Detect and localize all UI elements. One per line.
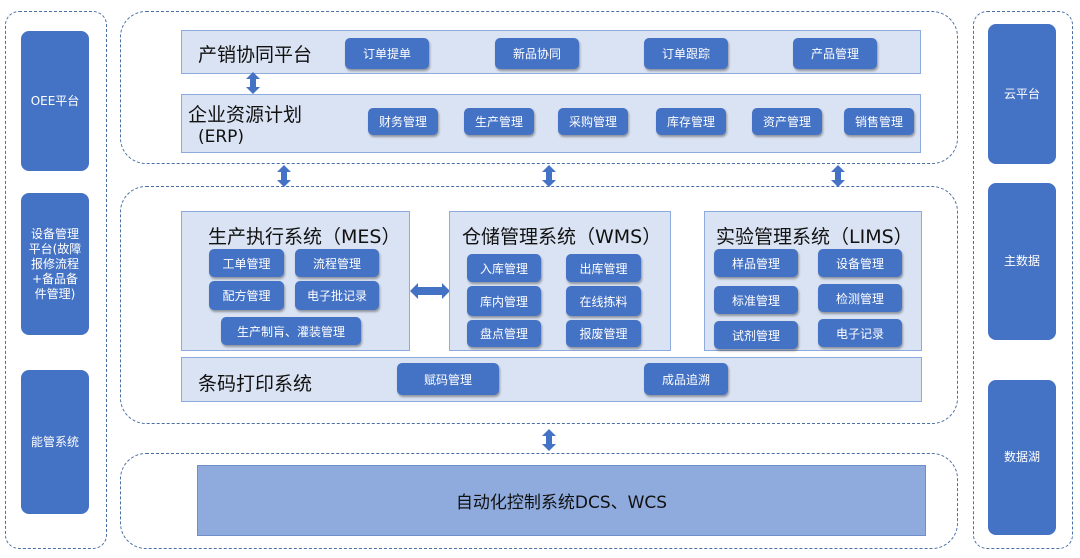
lims-title: 实验管理系统（LIMS）: [716, 226, 913, 248]
erp-mes-arrow-left: [277, 165, 291, 187]
erp-mes-arrow-right: [831, 165, 845, 187]
wms-title: 仓储管理系统（WMS）: [462, 226, 662, 248]
lims-item-erecord[interactable]: 电子记录: [818, 319, 902, 347]
mes-item-recipe[interactable]: 配方管理: [209, 281, 284, 310]
pscp-item-order-submit[interactable]: 订单提单: [345, 38, 429, 69]
equipment-management-platform[interactable]: 设备管理平台(故障报修流程+备品备件管理): [21, 193, 89, 335]
erp-item-assets[interactable]: 资产管理: [752, 108, 822, 135]
erp-mes-arrow-middle: [542, 165, 556, 187]
mes-wms-arrow: [410, 283, 450, 299]
mes-item-filling[interactable]: 生产制肓、灌装管理: [221, 317, 361, 345]
left-sidebar-group: [5, 11, 107, 549]
mes-item-ebr[interactable]: 电子批记录: [295, 281, 379, 310]
lims-item-equipment[interactable]: 设备管理: [818, 249, 902, 277]
mes-group: [120, 186, 958, 424]
lims-item-testing[interactable]: 检测管理: [818, 284, 902, 312]
lims-item-standard[interactable]: 标准管理: [714, 286, 798, 314]
erp-item-sales[interactable]: 销售管理: [844, 108, 914, 135]
automation-group: [120, 453, 958, 549]
wms-item-in-warehouse[interactable]: 库内管理: [467, 286, 541, 316]
lims-item-reagent[interactable]: 试剂管理: [714, 321, 798, 349]
pscp-erp-arrow: [246, 72, 260, 94]
mes-item-process[interactable]: 流程管理: [295, 249, 379, 277]
lims-item-sample[interactable]: 样品管理: [714, 249, 798, 277]
pscp-item-new-product[interactable]: 新品协同: [495, 38, 579, 69]
right-sidebar-group: [973, 11, 1073, 549]
wms-item-inbound[interactable]: 入库管理: [467, 254, 541, 282]
energy-management-system[interactable]: 能管系统: [21, 370, 89, 514]
oee-platform[interactable]: OEE平台: [21, 31, 89, 171]
mes-automation-arrow: [542, 429, 556, 451]
wms-item-outbound[interactable]: 出库管理: [566, 254, 641, 282]
erp-group: [120, 11, 958, 164]
cloud-platform[interactable]: 云平台: [988, 24, 1056, 164]
erp-item-production[interactable]: 生产管理: [464, 108, 534, 135]
data-lake[interactable]: 数据湖: [988, 380, 1056, 535]
barcode-title: 条码打印系统: [198, 373, 313, 395]
barcode-item-traceability[interactable]: 成品追溯: [644, 363, 728, 395]
automation-title: 自动化控制系统DCS、WCS: [455, 493, 668, 513]
mes-item-work-order[interactable]: 工单管理: [209, 249, 284, 277]
erp-title: 企业资源计划: [188, 104, 303, 126]
master-data[interactable]: 主数据: [988, 183, 1056, 340]
pscp-item-product-mgmt[interactable]: 产品管理: [793, 38, 877, 69]
barcode-panel: [181, 357, 922, 402]
wms-item-online-picking[interactable]: 在线拣料: [566, 286, 641, 316]
erp-item-finance[interactable]: 财务管理: [368, 108, 438, 135]
automation-panel[interactable]: 自动化控制系统DCS、WCS: [197, 465, 926, 536]
erp-item-procurement[interactable]: 采购管理: [558, 108, 628, 135]
erp-subtitle: (ERP): [198, 127, 245, 147]
pscp-item-order-tracking[interactable]: 订单跟踪: [644, 38, 728, 69]
erp-item-inventory[interactable]: 库存管理: [656, 108, 726, 135]
pscp-title: 产销协同平台: [198, 44, 313, 66]
wms-item-scrap[interactable]: 报废管理: [566, 320, 641, 347]
wms-item-stocktaking[interactable]: 盘点管理: [467, 320, 541, 347]
barcode-item-coding[interactable]: 赋码管理: [397, 363, 499, 395]
mes-title: 生产执行系统（MES）: [208, 226, 401, 248]
